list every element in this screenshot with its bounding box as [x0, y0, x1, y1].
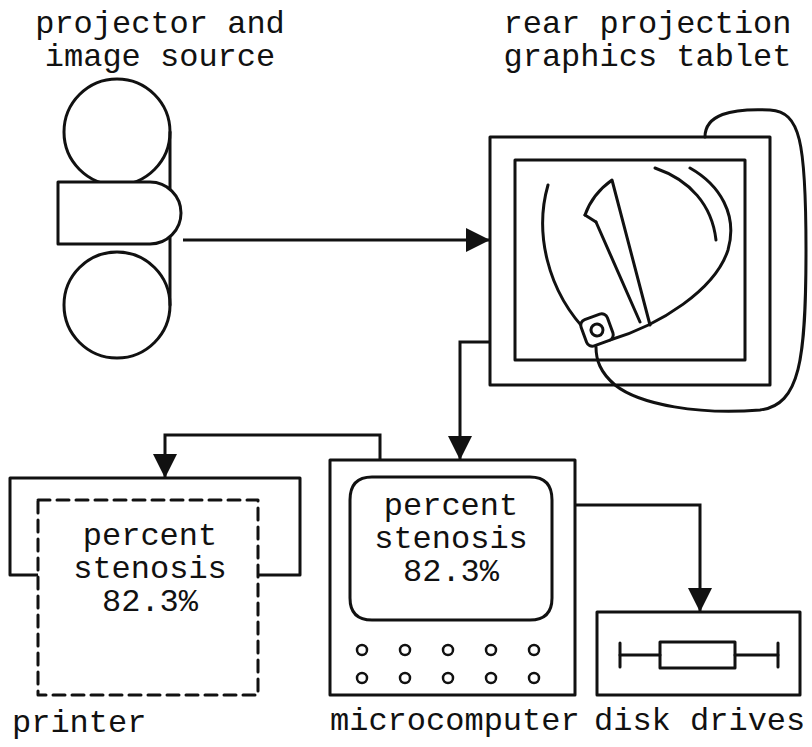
graphics-tablet: rear projection graphics tablet: [490, 137, 770, 385]
arrow-connector: [183, 239, 490, 242]
printer-drawing: [10, 478, 300, 695]
projector: projector and image source: [58, 70, 183, 360]
node-label: printer: [12, 707, 152, 740]
node-label: disk drives: [594, 705, 808, 738]
screen-text: percent stenosis 82.3%: [363, 490, 539, 589]
microcomputer-drawing: [330, 460, 575, 695]
disk-drive-drawing: [597, 612, 800, 695]
node-label: microcomputer: [330, 705, 592, 738]
arrow-connector: [460, 342, 490, 460]
disk-drives: disk drives: [597, 612, 800, 695]
arrow-connector: [575, 505, 700, 612]
node-heading: projector and image source: [15, 8, 305, 74]
microcomputer: percent stenosis 82.3%microcomputer: [330, 460, 575, 695]
printer: percent stenosis 82.3%printer: [10, 478, 300, 695]
printout-text: percent stenosis 82.3%: [60, 520, 240, 619]
arrow-connector: [165, 435, 380, 478]
tablet-drawing: [490, 110, 806, 412]
projector-drawing: [58, 79, 181, 358]
node-heading: rear projection graphics tablet: [495, 8, 800, 74]
